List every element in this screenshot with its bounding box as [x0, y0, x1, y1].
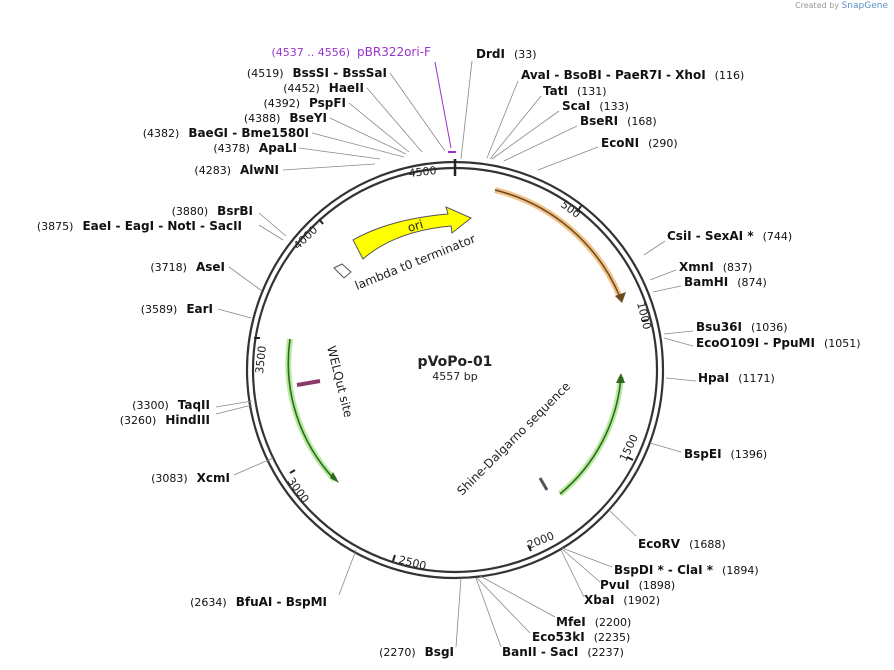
feature-arc-green-right — [558, 376, 624, 497]
site-label: (3260)HindIII — [120, 413, 210, 427]
primer-leader — [434, 61, 452, 149]
site-label: HpaI(1171) — [698, 371, 775, 385]
site-label: DrdI(33) — [476, 47, 537, 61]
credit-prefix: Created by — [795, 1, 840, 10]
ori-feature-arrow — [352, 206, 472, 260]
site-label: (3300)TaqII — [132, 398, 210, 412]
site-label: (4452)HaeII — [283, 81, 364, 95]
site-label: EcoNI(290) — [601, 136, 678, 150]
site-label: (2270)BsgI — [379, 645, 454, 659]
leader-lines — [215, 60, 697, 648]
feature-arc-green-left-arrowhead — [330, 472, 339, 483]
site-label: BspDI * - ClaI *(1894) — [614, 563, 759, 577]
site-label: EcoO109I - PpuMI(1051) — [696, 336, 861, 350]
plasmid-length: 4557 bp — [432, 370, 477, 383]
tick-1500-mark — [626, 456, 634, 461]
site-label: (3880)BsrBI — [172, 204, 253, 218]
plasmid-name: pVoPo-01 — [418, 354, 493, 370]
site-label: MfeI(2200) — [556, 615, 631, 629]
site-label: (4388)BseYI — [244, 111, 327, 125]
site-label: (3718)AseI — [150, 260, 225, 274]
site-label: (4382)BaeGI - Bme1580I — [143, 126, 309, 140]
site-label: ScaI(133) — [562, 99, 629, 113]
tick-4500: 4500 — [408, 164, 437, 180]
site-labels: DrdI(33) AvaI - BsoBI - PaeR7I - XhoI(11… — [37, 47, 861, 659]
tick-2500-mark — [392, 554, 396, 562]
feature-arc-green-right-arrowhead — [616, 373, 625, 383]
site-label: (2634)BfuAI - BspMI — [190, 595, 327, 609]
site-label: (4378)ApaLI — [213, 141, 297, 155]
site-label: CsiI - SexAI *(744) — [667, 229, 792, 243]
site-label: PvuI(1898) — [600, 578, 675, 592]
welqut-site-label: WELQut site — [324, 344, 355, 419]
site-label: (3875)EaeI - EagI - NotI - SacII — [37, 219, 242, 233]
site-label: EcoRV(1688) — [638, 537, 726, 551]
site-label: BspEI(1396) — [684, 447, 767, 461]
tick-500: 500 — [558, 198, 583, 221]
shine-dalgarno-label: Shine-Dalgarno sequence — [454, 379, 573, 498]
primer-range: (4537 .. 4556) — [271, 46, 350, 59]
site-label: (4392)PspFI — [263, 96, 346, 110]
primer-name: pBR322ori-F — [357, 45, 431, 59]
tick-4000-mark — [318, 218, 324, 225]
site-label: BseRI(168) — [580, 114, 657, 128]
terminator-icon — [333, 263, 352, 279]
snapgene-credit: Created by SnapGene — [795, 1, 888, 11]
tick-3000: 3000 — [285, 475, 312, 505]
site-label: Bsu36I(1036) — [696, 320, 788, 334]
site-label: AvaI - BsoBI - PaeR7I - XhoI(116) — [521, 68, 744, 82]
tick-2000-mark — [527, 544, 532, 552]
site-label: BamHI(874) — [684, 275, 767, 289]
site-label: (4283)AlwNI — [194, 163, 279, 177]
site-label: (3083)XcmI — [151, 471, 230, 485]
site-label: Eco53kI(2235) — [532, 630, 630, 644]
snapgene-brand: SnapGene — [841, 1, 888, 11]
tick-3000-mark — [289, 469, 296, 474]
tick-4000: 4000 — [291, 223, 320, 252]
tick-2500: 2500 — [397, 553, 427, 572]
tick-3500: 3500 — [253, 345, 269, 374]
site-label: XmnI(837) — [679, 260, 752, 274]
feature-arc-orange-arrowhead — [615, 292, 626, 303]
welqut-site-marker — [296, 379, 321, 387]
tick-1000-mark — [641, 319, 649, 322]
site-label: BanII - SacI(2237) — [502, 645, 624, 659]
site-label: (4519)BssSI - BssSaI — [247, 66, 387, 80]
site-label: (3589)EarI — [141, 302, 213, 316]
feature-arc-orange — [494, 187, 623, 299]
site-label: TatI(131) — [543, 84, 607, 98]
tick-1000: 1000 — [634, 301, 653, 331]
tick-500-mark — [576, 205, 582, 213]
ori-label: ori — [406, 217, 425, 235]
site-label: XbaI(1902) — [584, 593, 660, 607]
shine-dalgarno-marker — [538, 477, 549, 491]
